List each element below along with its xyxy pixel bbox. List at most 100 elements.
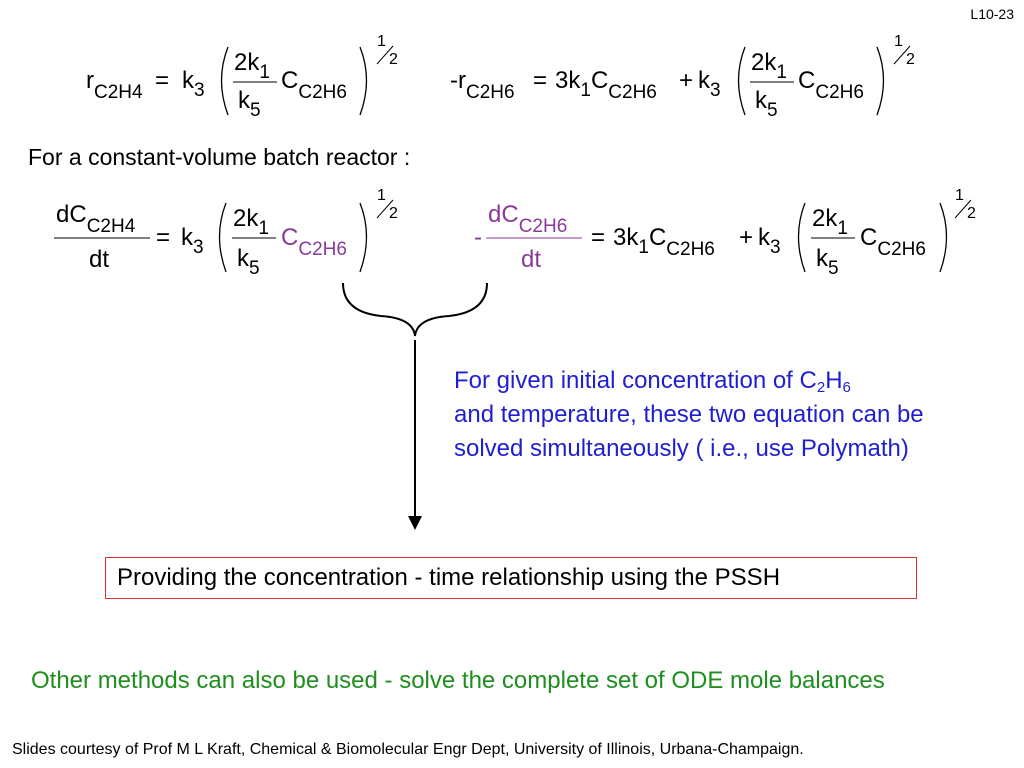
- concentration-subscript: C2H6: [815, 82, 864, 103]
- rate-constant-subscript: 3: [770, 237, 781, 258]
- exponent-numerator: 1: [377, 33, 386, 50]
- other-methods-text: Other methods can also be used - solve t…: [31, 667, 885, 694]
- concentration-subscript: C2H6: [298, 239, 347, 260]
- rate-law-c2h4: rC2H4 = k3 2k1 k5 CC2H6 1 2: [86, 33, 398, 121]
- exponent-numerator: 1: [955, 187, 964, 204]
- equals-sign: =: [155, 67, 169, 94]
- batch-reactor-heading: For a constant-volume batch reactor :: [28, 144, 411, 170]
- fraction-denominator-subscript: 5: [250, 100, 261, 121]
- fraction-numerator-subscript: 1: [837, 218, 848, 239]
- fraction-denominator-subscript: 5: [828, 258, 839, 279]
- note-text-start: For given initial concentration of C: [454, 367, 817, 394]
- derivative-numerator-subscript: C2H6: [519, 216, 568, 237]
- left-paren: [797, 202, 806, 273]
- svg-text:CC2H6: CC2H6: [798, 67, 864, 103]
- fraction-denominator-subscript: 5: [767, 100, 778, 121]
- term1-constant-subscript: 1: [580, 80, 591, 101]
- svg-text:-rC2H6: -rC2H6: [450, 67, 515, 103]
- term1-constant: 3k: [613, 224, 639, 251]
- term1-concentration-subscript: C2H6: [608, 82, 657, 103]
- rate-constant: k: [182, 67, 195, 94]
- pssh-box: Providing the concentration - time relat…: [105, 557, 917, 599]
- rate-constant: k: [758, 224, 771, 251]
- solution-note: For given initial concentration of C2H6 a…: [454, 364, 934, 466]
- balance-c2h4: dCC2H4 dt = k3 2k1 k5 CC2H6 1 2: [54, 187, 398, 279]
- fraction-numerator: 2k: [812, 205, 838, 232]
- rate-constant: k: [181, 224, 194, 251]
- term1-concentration-subscript: C2H6: [666, 239, 715, 260]
- note-text-rest: and temperature, these two equation can …: [454, 401, 924, 462]
- derivative-numerator: dC: [488, 201, 519, 228]
- exponent-denominator: 2: [906, 51, 915, 68]
- fraction-numerator-subscript: 1: [258, 218, 269, 239]
- svg-text:k5: k5: [816, 245, 839, 279]
- svg-text:k5: k5: [237, 245, 260, 279]
- slide-number: L10-23: [970, 6, 1014, 22]
- right-paren: [359, 202, 368, 273]
- fraction-numerator: 2k: [233, 205, 259, 232]
- fraction-denominator-subscript: 5: [249, 258, 260, 279]
- right-paren: [939, 202, 948, 273]
- svg-text:k3: k3: [698, 67, 721, 101]
- svg-text:CC2H6: CC2H6: [281, 67, 347, 103]
- fraction-numerator: 2k: [751, 49, 777, 76]
- term1-concentration: C: [591, 67, 608, 94]
- derivative-denominator: dt: [521, 246, 541, 273]
- derivative-numerator-subscript: C2H4: [87, 216, 136, 237]
- term1-constant-subscript: 1: [638, 237, 649, 258]
- concentration-symbol: C: [798, 67, 815, 94]
- negative-sign: -: [474, 224, 482, 251]
- concentration-symbol: C: [281, 67, 298, 94]
- svg-text:3k1CC2H6: 3k1CC2H6: [613, 224, 715, 260]
- concentration-subscript: C2H6: [298, 82, 347, 103]
- exponent-slash: [376, 199, 394, 219]
- svg-text:k3: k3: [758, 224, 781, 258]
- svg-text:3k1CC2H6: 3k1CC2H6: [555, 67, 657, 103]
- svg-text:k3: k3: [181, 224, 204, 258]
- svg-text:dCC2H4: dCC2H4: [56, 201, 136, 237]
- derivative-denominator: dt: [89, 246, 109, 273]
- fraction-numerator-subscript: 1: [259, 62, 270, 83]
- equals-sign: =: [156, 224, 170, 251]
- note-subscript-2: 2: [816, 379, 826, 396]
- brace-arrow: [342, 282, 488, 530]
- right-paren: [876, 46, 885, 116]
- left-paren: [218, 202, 227, 273]
- svg-text:2k1: 2k1: [233, 205, 269, 239]
- curly-brace: [342, 282, 488, 337]
- rate-symbol: -r: [450, 67, 466, 94]
- equals-sign: =: [533, 67, 547, 94]
- svg-text:k5: k5: [755, 87, 778, 121]
- exponent-slash: [954, 199, 972, 219]
- rate-law-c2h6: -rC2H6 = 3k1CC2H6 + k3 2k1 k5 CC2H6 1 2: [450, 33, 915, 121]
- equals-sign: =: [591, 224, 605, 251]
- concentration-subscript: C2H6: [877, 239, 926, 260]
- exponent-denominator: 2: [967, 205, 976, 222]
- svg-text:dCC2H6: dCC2H6: [488, 201, 567, 237]
- note-text-h: H: [825, 367, 843, 394]
- note-subscript-6: 6: [842, 379, 851, 396]
- exponent-numerator: 1: [377, 187, 386, 204]
- svg-text:2k1: 2k1: [812, 205, 848, 239]
- term1-constant: 3k: [555, 67, 581, 94]
- exponent-denominator: 2: [389, 51, 398, 68]
- concentration-symbol: C: [860, 224, 877, 251]
- plus-sign: +: [739, 224, 753, 251]
- fraction-numerator-subscript: 1: [776, 62, 787, 83]
- exponent-slash: [893, 45, 911, 65]
- svg-text:2k1: 2k1: [234, 49, 270, 83]
- fraction-denominator: k: [237, 245, 250, 272]
- exponent-denominator: 2: [389, 205, 398, 222]
- svg-text:CC2H6: CC2H6: [281, 224, 347, 260]
- exponent-slash: [376, 45, 394, 65]
- svg-text:CC2H6: CC2H6: [860, 224, 926, 260]
- fraction-numerator: 2k: [234, 49, 260, 76]
- rate-subscript: C2H4: [94, 82, 143, 103]
- plus-sign: +: [679, 67, 693, 94]
- svg-text:rC2H4: rC2H4: [86, 67, 143, 103]
- balance-c2h6: - dCC2H6 dt = 3k1CC2H6 + k3 2k1 k5 CC2H6…: [474, 187, 976, 279]
- derivative-numerator: dC: [56, 201, 87, 228]
- svg-text:k5: k5: [238, 87, 261, 121]
- rate-constant-subscript: 3: [194, 80, 205, 101]
- rate-constant: k: [698, 67, 711, 94]
